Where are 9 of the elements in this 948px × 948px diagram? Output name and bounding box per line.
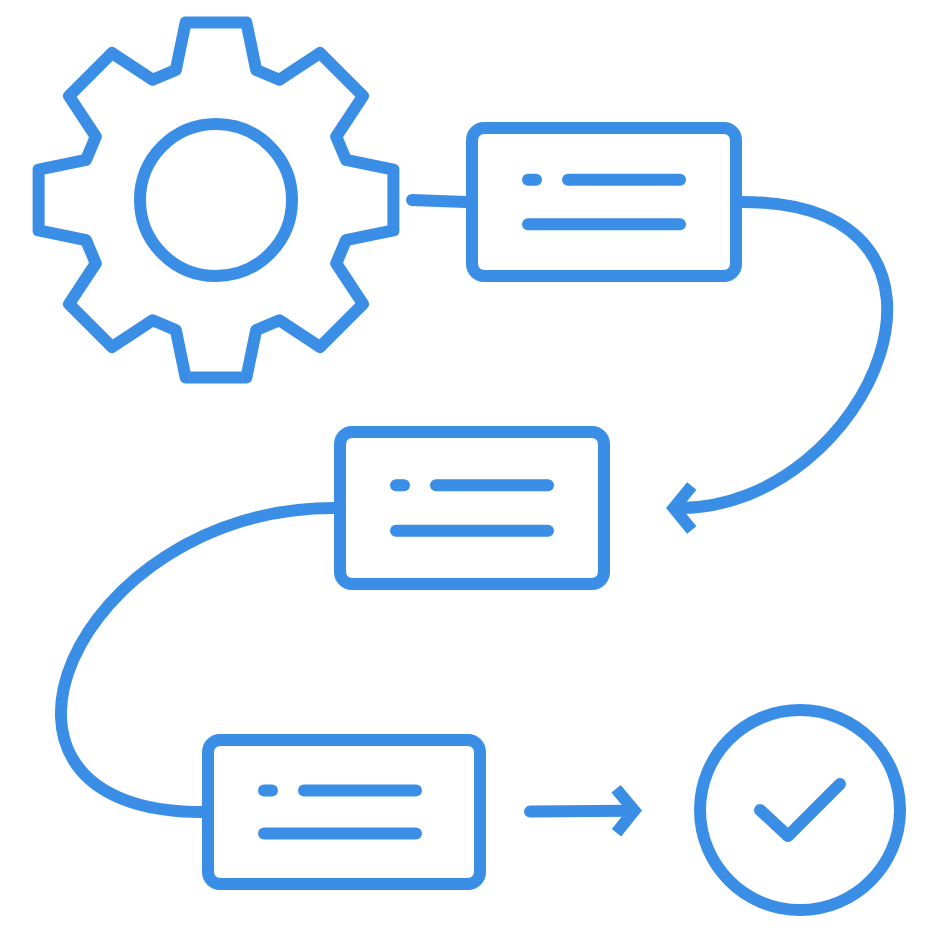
- connector-line: [406, 194, 472, 208]
- arrow: [666, 196, 893, 534]
- gear-icon: [32, 16, 400, 384]
- arrow: [524, 784, 642, 837]
- check-circle: [694, 704, 906, 916]
- connector-line: [56, 502, 340, 818]
- step-box: [334, 426, 610, 590]
- step-box: [202, 734, 486, 890]
- step-box: [466, 122, 742, 282]
